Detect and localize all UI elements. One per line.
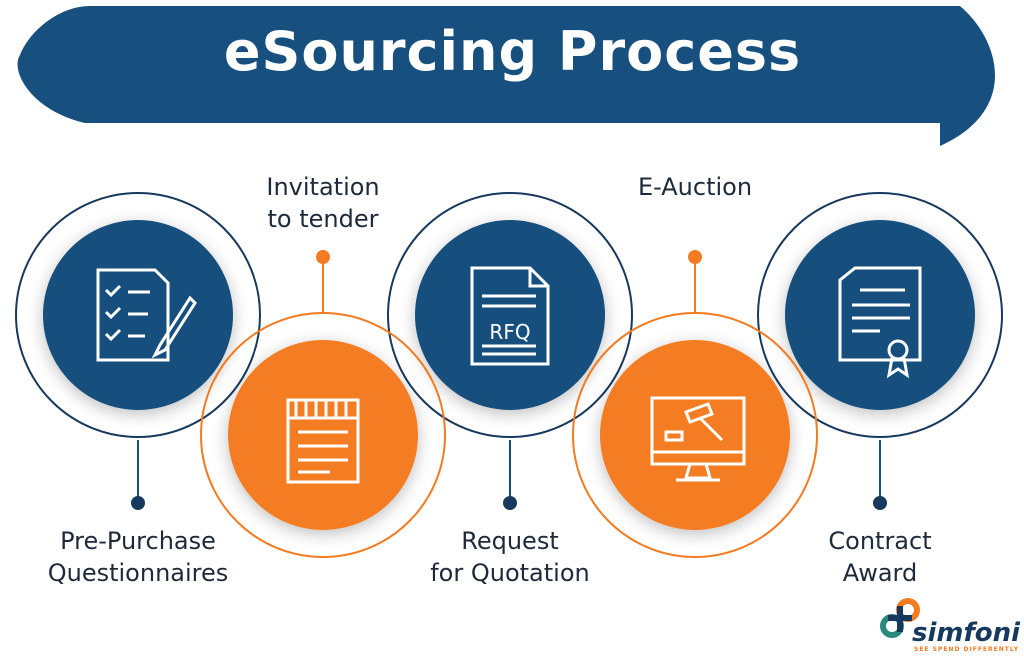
label-line: Contract: [828, 527, 932, 555]
logo-tagline: SEE SPEND DIFFERENTLY: [914, 646, 1020, 653]
checklist-icon: [96, 268, 197, 362]
label-pre-purchase: Pre-Purchase Questionnaires: [8, 525, 268, 589]
label-line: Questionnaires: [47, 559, 229, 587]
label-line: Invitation: [266, 173, 380, 201]
rfq-text: RFQ: [489, 320, 530, 344]
label-line: Pre-Purchase: [60, 527, 216, 555]
label-line: Request: [461, 527, 559, 555]
label-invitation-to-tender: Invitation to tender: [193, 171, 453, 235]
auction-gavel-monitor-icon: [650, 396, 746, 482]
notepad-icon: [286, 398, 360, 484]
label-rfq: Request for Quotation: [380, 525, 640, 589]
step-pre-purchase: [15, 192, 261, 438]
step-invitation-to-tender: [200, 312, 446, 558]
title-banner: [17, 6, 995, 146]
label-contract-award: Contract Award: [750, 525, 1010, 589]
step-e-auction: [572, 312, 818, 558]
label-e-auction: E-Auction: [565, 171, 825, 203]
simfoni-logo-mark: [880, 598, 920, 638]
step-rfq: RFQ: [387, 192, 633, 438]
label-line: to tender: [267, 205, 379, 233]
label-line: E-Auction: [637, 173, 753, 201]
rfq-document-icon: [470, 266, 550, 366]
certificate-icon: [838, 266, 922, 379]
page-title: eSourcing Process: [223, 20, 802, 83]
label-line: for Quotation: [430, 559, 590, 587]
connector-dots: [131, 250, 887, 510]
logo-name: simfoni: [912, 618, 1021, 648]
step-contract-award: [757, 192, 1003, 438]
label-line: Award: [842, 559, 918, 587]
